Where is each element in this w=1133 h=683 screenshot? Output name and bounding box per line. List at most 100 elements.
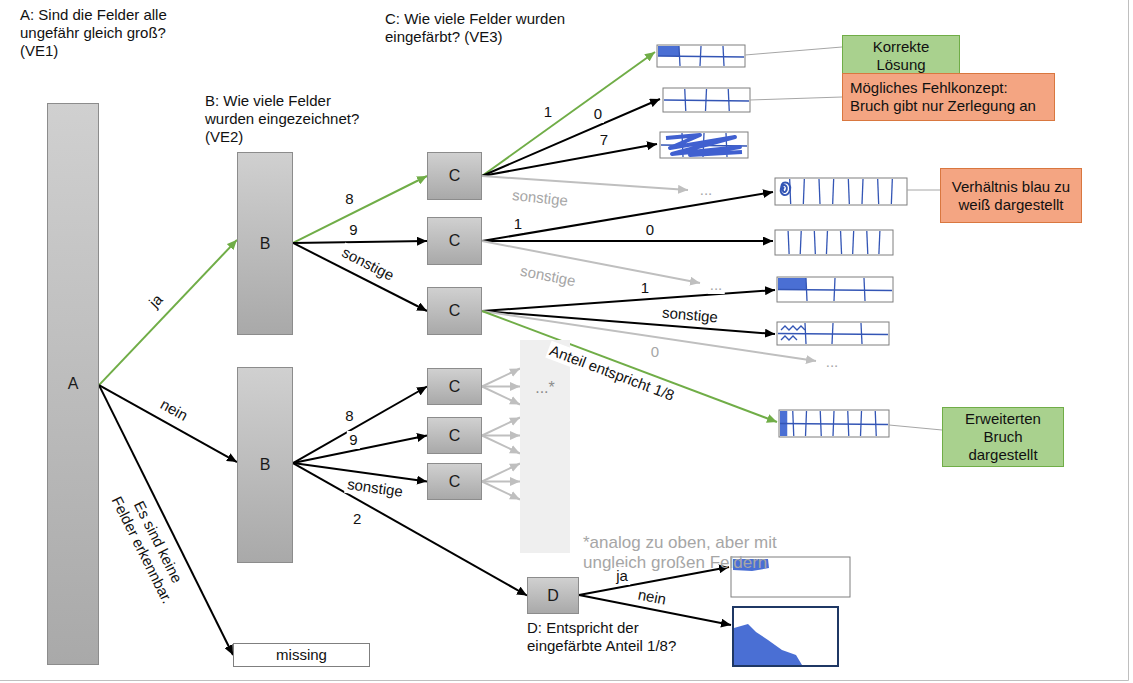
decision-box: D [527,577,579,614]
node-text: Korrekte Lösung [847,38,955,74]
grid-stroke [841,231,842,254]
branch-arrow [293,241,427,243]
node-text: C [449,426,461,445]
branch-label: ja [614,567,630,585]
shaded-area [734,624,802,665]
empty-sketch [663,88,750,112]
sketch-frame [777,277,893,302]
branch-label: nein [155,394,192,425]
branch-label: 1 [639,279,651,297]
grid-stroke [848,179,849,204]
area-sketch [733,607,838,666]
grid-stroke [853,231,854,254]
leader-line [745,47,842,55]
sketch-arrow [482,52,655,176]
branch-label: sonstige [344,475,406,501]
result-callout: Korrekte Lösung [842,35,960,77]
node-text: B [260,455,271,474]
grid-stroke [778,334,888,335]
branch-label: 9 [347,431,359,449]
sketch-arrow [482,99,660,176]
node-text: C [449,301,461,320]
grid-stroke [891,179,892,204]
branch-arrow [99,385,233,655]
leader-line [889,425,942,430]
decision-box: C [427,417,482,454]
decision-box: C [427,368,482,405]
branch-label: 0 [649,343,661,361]
decision-box: C [427,217,482,265]
correct-sketch [657,45,745,67]
faded-arrow [482,481,520,483]
leader-line [907,190,940,191]
faded-arrow [482,418,520,436]
decision-box: B [237,367,293,563]
shaded-cell [658,46,679,56]
node-text: ...* [535,378,555,397]
shaded-cell [778,278,806,290]
faded-arrow [482,436,520,454]
node-text: C [449,472,461,491]
ellipsis: ... [824,353,841,371]
grid-stroke [875,411,876,436]
question-heading: D: Entspricht der eingefärbte Anteil 1/8… [527,619,692,655]
grid-stroke [664,100,749,101]
shaded-sketch [777,277,893,302]
grid-stroke [826,231,827,254]
grid-stroke [862,179,863,204]
ellipsis: ... [708,276,725,294]
scribble [781,183,790,196]
branch-label: Es sind keine Felder erkennbar. [105,480,195,611]
node-text: C [449,166,461,185]
misconception-callout: Verhältnis blau zu weiß dargestellt [940,168,1082,223]
branch-label: 9 [347,221,359,239]
question-heading: A: Sind die Felder alle ungefähr gleich … [20,6,170,60]
sketch-frame [775,178,907,205]
node-text: C [449,231,461,250]
sketch-frame [733,607,838,666]
branch-arrow [99,240,237,385]
branch-arrow [293,243,427,311]
branch-label: 1 [542,103,554,121]
node-text: B [260,234,271,253]
grid-stroke [778,290,892,291]
decision-box: A [47,103,99,665]
grid-stroke [864,278,865,301]
frame-line [0,680,1129,681]
sketch-frame [777,322,889,345]
grid-stroke [788,231,789,254]
branch-arrow [293,387,427,464]
branch-label: 8 [343,190,355,208]
placeholder-box: ...* [520,340,570,553]
result-callout: Erweiterten Bruch dargestellt [942,407,1064,467]
node-text: missing [276,646,327,664]
sketch-frame [660,132,748,158]
sketch-frame [663,88,750,112]
faded-arrow [482,386,520,388]
missing-box: missing [233,643,370,667]
branch-label: 8 [343,407,355,425]
grid-stroke [780,424,888,425]
branch-label: sonstige [517,261,579,290]
misconception-callout: Mögliches Fehlkonzept: Bruch gibt nur Ze… [842,73,1055,121]
branch-arrow [99,385,237,462]
sketch-arrow [482,290,775,311]
branch-label: 0 [644,221,656,239]
branch-label: sonstige [659,303,720,326]
node-text: A [68,374,79,393]
branch-label: sonstige [337,242,399,285]
grid-stroke [861,323,862,344]
scribble [666,135,742,155]
sketch-frame [779,410,889,437]
node-text: C [449,377,461,396]
sketch-frame [657,45,745,67]
scribbled-sketch [777,322,889,345]
grid-stroke [803,179,804,204]
sketch-arrow [482,240,773,242]
grid-stroke [878,179,879,204]
grid-stroke [879,231,880,254]
grid-stroke [728,89,729,111]
grid-stroke [833,179,834,204]
